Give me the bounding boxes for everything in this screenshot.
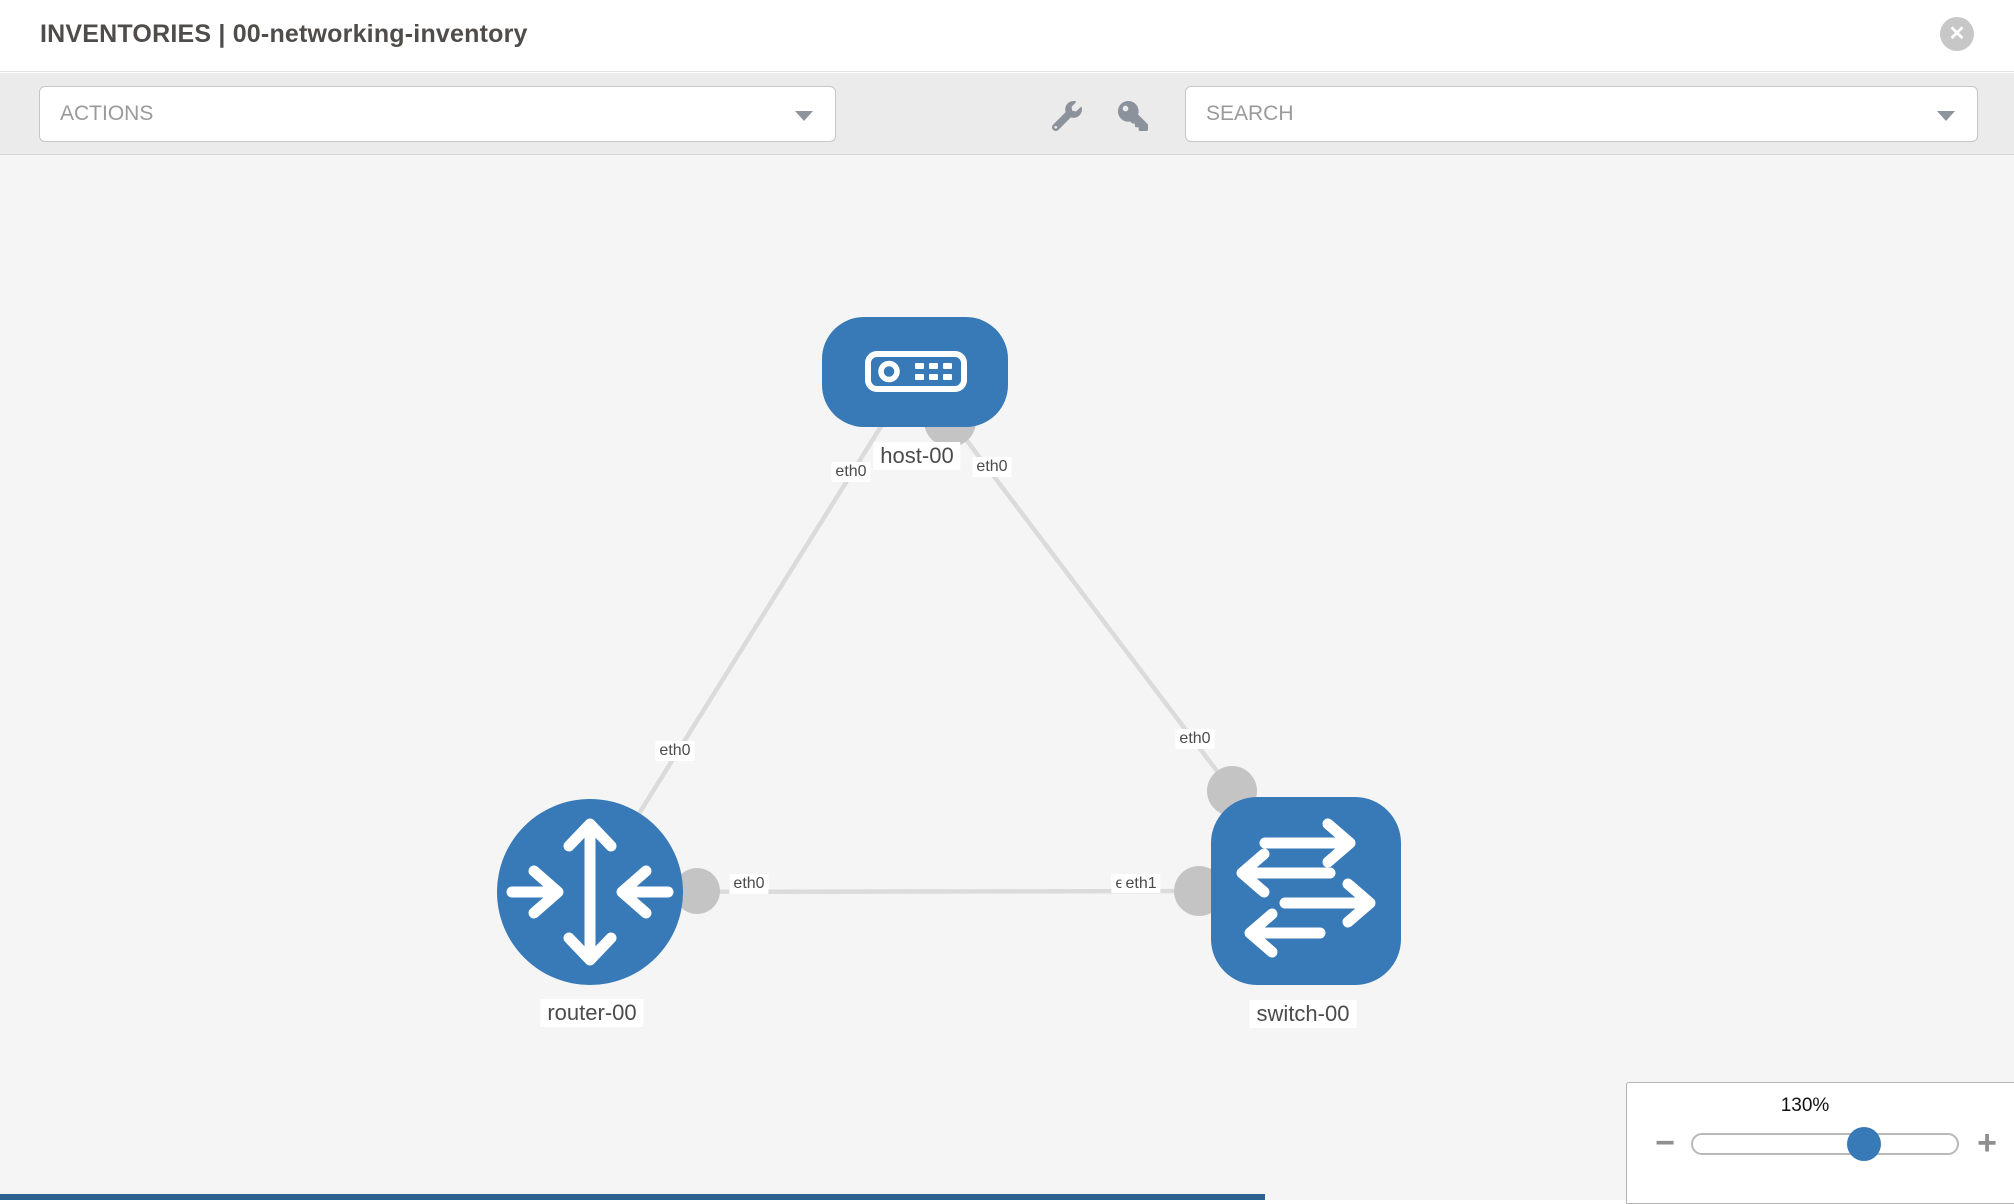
caret-down-icon xyxy=(795,111,813,121)
zoom-level-readout: 130% xyxy=(1780,1095,1830,1116)
wrench-icon-glyph xyxy=(1051,101,1082,132)
search-dropdown-label: SEARCH xyxy=(1206,102,1294,125)
iface-label-switch-to-host: eth0 xyxy=(1175,729,1215,749)
iface-label-host-to-router: eth0 xyxy=(831,462,871,482)
footer-accent-bar xyxy=(0,1194,1265,1200)
zoom-panel: 130% − + xyxy=(1626,1082,2014,1204)
connector-router xyxy=(674,868,720,914)
search-dropdown[interactable]: SEARCH xyxy=(1185,86,1978,142)
node-label-host: host-00 xyxy=(873,442,961,470)
iface-label-router-to-host: eth0 xyxy=(655,741,695,761)
toolbar: ACTIONS SEARCH xyxy=(0,73,2014,155)
router-icon xyxy=(506,818,674,966)
close-circle-icon[interactable]: ✕ xyxy=(1940,17,1974,51)
zoom-in-button[interactable]: + xyxy=(1967,1123,2007,1163)
zoom-slider-track[interactable] xyxy=(1691,1133,1959,1155)
host-icon xyxy=(865,351,967,392)
interface-connectors xyxy=(674,395,1257,916)
zoom-slider-handle[interactable] xyxy=(1847,1127,1881,1161)
node-switch-00[interactable] xyxy=(1211,797,1401,985)
iface-label-switch-eth1: eth1 xyxy=(1121,874,1161,893)
actions-dropdown[interactable]: ACTIONS xyxy=(39,86,836,142)
link-host-switch xyxy=(913,370,1234,793)
title-bar: INVENTORIES | 00-networking-inventory ✕ xyxy=(0,0,2014,72)
topology-canvas[interactable]: host-00 router-00 switch-00 eth0 eth0 et… xyxy=(0,155,2014,1200)
key-icon[interactable] xyxy=(1116,101,1150,131)
topology-graph xyxy=(497,317,1401,985)
caret-down-icon xyxy=(1937,111,1955,121)
node-router-00[interactable] xyxy=(497,799,683,985)
actions-dropdown-label: ACTIONS xyxy=(60,102,154,125)
key-icon-glyph xyxy=(1118,101,1148,131)
zoom-out-button[interactable]: − xyxy=(1645,1123,1685,1163)
wrench-icon[interactable] xyxy=(1050,101,1084,132)
node-label-router: router-00 xyxy=(540,999,644,1027)
page-title: INVENTORIES | 00-networking-inventory xyxy=(40,20,528,48)
node-host-00[interactable] xyxy=(822,317,1008,427)
iface-label-router-to-switch: eth0 xyxy=(729,874,769,894)
iface-label-host-to-switch: eth0 xyxy=(972,457,1012,477)
node-label-switch: switch-00 xyxy=(1249,1000,1357,1028)
link-host-router xyxy=(588,370,917,894)
switch-icon xyxy=(1236,818,1376,958)
